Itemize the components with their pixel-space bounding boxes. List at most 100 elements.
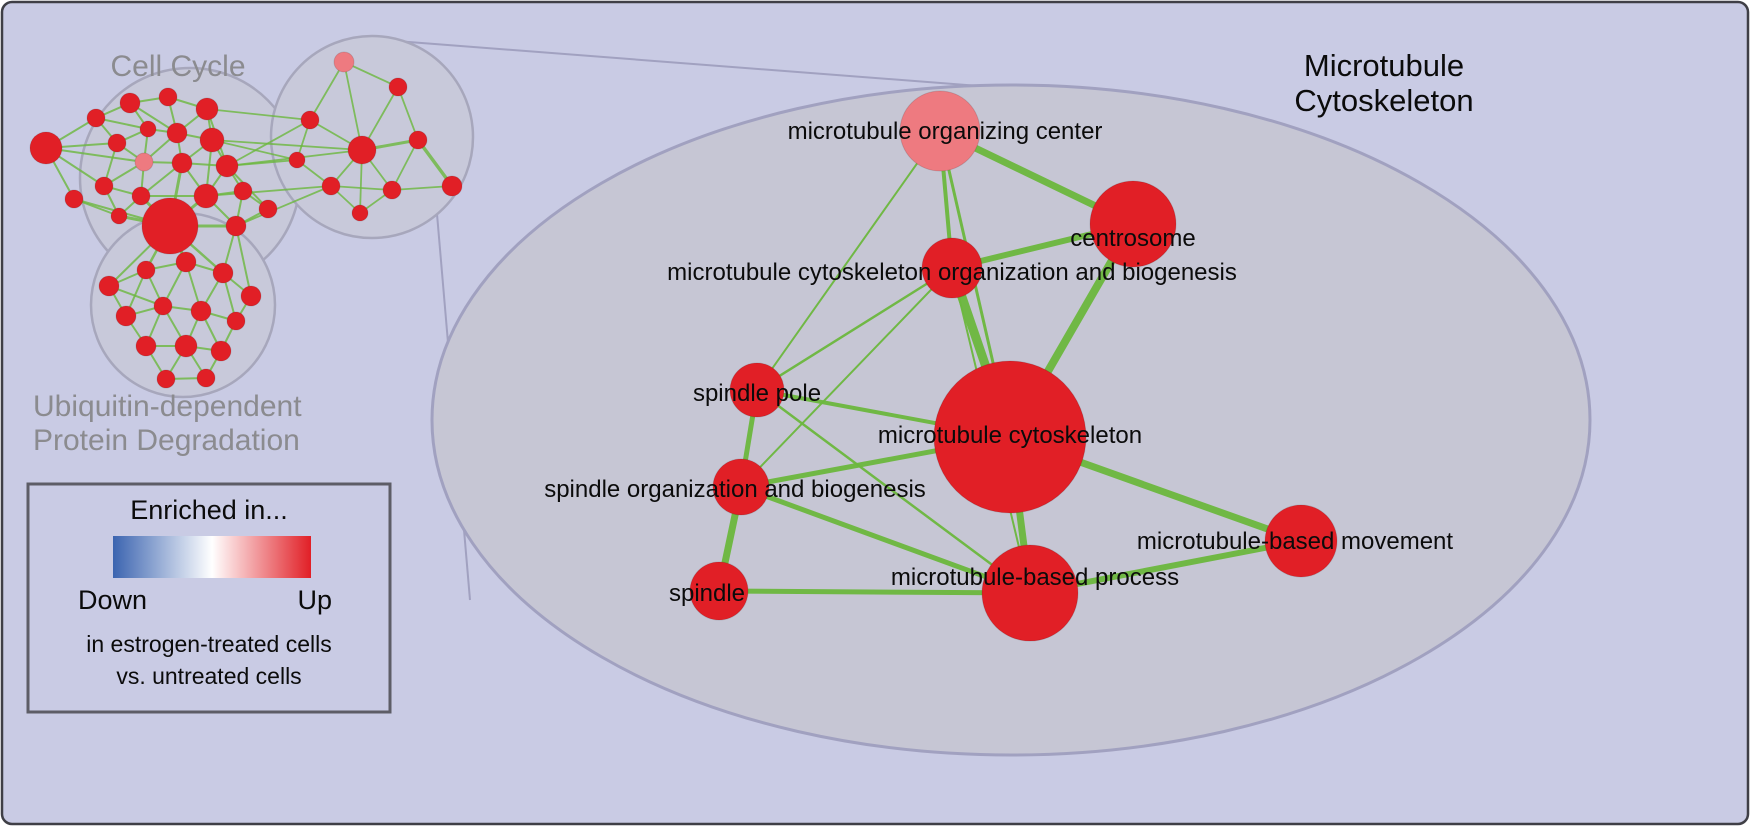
legend-caption-line1: in estrogen-treated cells (86, 631, 331, 657)
mini-edge (343, 61, 363, 151)
mini-edge (211, 139, 363, 151)
mini-node (333, 51, 355, 73)
zoom-network-nodes (689, 90, 1338, 642)
mini-node (215, 154, 239, 178)
mini-edge (309, 61, 345, 121)
mini-node (288, 151, 306, 169)
mini-node (86, 108, 106, 128)
mini-node (347, 135, 377, 165)
mini-node (139, 120, 157, 138)
mini-node (226, 311, 246, 331)
legend-caption-line2: vs. untreated cells (116, 663, 301, 689)
node-spindle-pole (729, 362, 785, 418)
node-spindle-org (712, 458, 770, 516)
mini-node (258, 199, 278, 219)
node-label-centrosome: centrosome (1070, 225, 1195, 252)
legend-gradient-bar (113, 536, 311, 578)
zoom-edge (738, 484, 1033, 596)
mini-node (136, 260, 156, 280)
mini-node (225, 215, 247, 237)
node-spindle (689, 561, 749, 621)
mini-edge (206, 108, 311, 121)
mini-node (110, 207, 128, 225)
mini-edge (397, 86, 419, 141)
zoom-edge (755, 266, 954, 392)
mini-node (190, 300, 212, 322)
mini-node (64, 189, 84, 209)
mini-node (195, 97, 219, 121)
node-centrosome (1089, 180, 1177, 268)
node-label-mct: microtubule cytoskeleton (878, 422, 1142, 449)
mini-node (175, 251, 197, 273)
node-label-mct-org: microtubule cytoskeleton organization an… (667, 259, 1237, 286)
zoom-network-labels: microtubule organizing center centrosome m… (544, 118, 1453, 607)
mini-node (233, 181, 253, 201)
node-label-mb-process: microtubule-based process (891, 564, 1179, 591)
node-label-moc: microtubule organizing center (788, 118, 1103, 145)
mini-node (166, 122, 188, 144)
mini-network-nodes (29, 51, 463, 389)
mini-edge (391, 185, 453, 191)
node-label-spindle-org: spindle organization and biogenesis (544, 476, 926, 503)
mini-node (199, 127, 225, 153)
mini-node (141, 197, 199, 255)
legend: Enriched in... Down Up in estrogen-treat… (26, 482, 392, 714)
mini-node (115, 305, 137, 327)
legend-up-label: Up (297, 585, 332, 615)
mini-node (382, 180, 402, 200)
mini-edge (205, 185, 332, 197)
node-mb-process (981, 544, 1079, 642)
zoom-edge (755, 388, 1032, 595)
legend-down-label: Down (78, 585, 147, 615)
mini-node (29, 131, 63, 165)
mini-node (156, 369, 176, 389)
node-mct (933, 360, 1087, 514)
mini-node (321, 176, 341, 196)
mini-node (94, 176, 114, 196)
mini-edge (235, 185, 332, 227)
mini-node (131, 186, 151, 206)
node-mb-movement (1264, 504, 1338, 578)
microtubule-cluster-title-line2: Cytoskeleton (1294, 83, 1473, 118)
cell-cycle-cluster-label: Cell Cycle (110, 50, 245, 83)
node-label-spindle-pole: spindle pole (693, 380, 821, 407)
ubiquitin-cluster-label-line2: Protein Degradation (33, 424, 300, 457)
mini-node (135, 335, 157, 357)
mini-node (158, 87, 178, 107)
mini-node (300, 110, 320, 130)
zoom-edge (716, 588, 1033, 596)
mini-node (174, 334, 198, 358)
node-label-spindle: spindle (669, 580, 745, 607)
mini-node (98, 275, 120, 297)
mini-node (408, 130, 428, 150)
zoom-guide-top-line (382, 39, 1006, 89)
node-label-mb-movement: microtubule-based movement (1137, 528, 1453, 555)
legend-title: Enriched in... (130, 495, 288, 525)
mini-edge (235, 225, 252, 297)
mini-edge (45, 147, 145, 163)
zoom-edge (756, 130, 941, 391)
mini-node (107, 133, 127, 153)
mini-node (240, 285, 262, 307)
mini-edge (391, 139, 419, 191)
mini-node (193, 183, 219, 209)
node-moc (899, 90, 981, 172)
mini-node (153, 296, 173, 316)
small-cluster-boundary (269, 34, 475, 240)
mini-edge (330, 185, 393, 191)
mini-node (210, 340, 232, 362)
mini-node (441, 175, 463, 197)
mini-node (196, 368, 216, 388)
mini-node (171, 152, 193, 174)
mini-node (388, 77, 408, 97)
microtubule-cluster-title-line1: Microtubule (1304, 48, 1464, 83)
mini-node (351, 204, 369, 222)
mini-node (134, 152, 154, 172)
node-mct-org (921, 237, 983, 299)
legend-box (26, 482, 392, 714)
ubiquitin-cluster-label-line1: Ubiquitin-dependent (33, 390, 302, 423)
zoom-edge (740, 267, 953, 488)
mini-node (119, 92, 141, 114)
